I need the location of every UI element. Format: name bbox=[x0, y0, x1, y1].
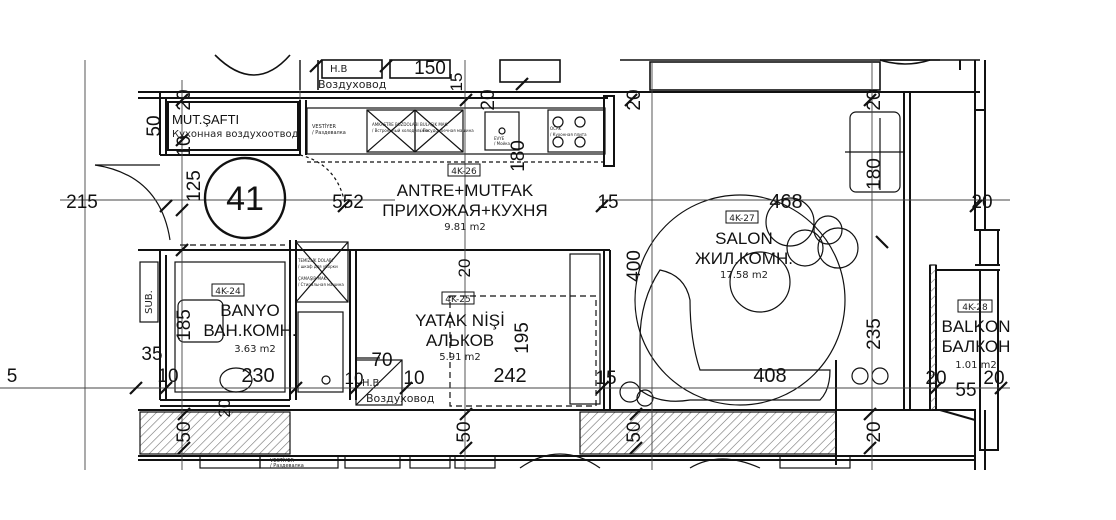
unit-number-circle bbox=[203, 156, 287, 240]
dim-label: 150 bbox=[414, 58, 446, 79]
entry-room-name-ru: ПРИХОЖАЯ+КУХНЯ bbox=[382, 201, 547, 220]
living-room-name-tr: SALON bbox=[715, 229, 773, 248]
living-room-name-ru: ЖИЛ.КОМН. bbox=[695, 249, 793, 268]
hatched-slabs bbox=[139, 264, 937, 455]
dim-label: 20 bbox=[624, 89, 645, 110]
dim-label: 70 bbox=[371, 350, 392, 371]
bath-room-code: 4K-24 bbox=[215, 287, 241, 297]
dim-label: 400 bbox=[624, 250, 645, 282]
dim-label: 20 bbox=[174, 89, 195, 110]
alcove-room-area: 5.91 m2 bbox=[439, 352, 481, 363]
alcove-room-name-ru: АЛЬКОВ bbox=[426, 331, 494, 350]
dim-label: 10 bbox=[157, 366, 178, 387]
washing-machine-label: ÇAMAŞIR MAK. bbox=[298, 276, 328, 281]
vestiyer-label: VESTİYER bbox=[312, 123, 336, 130]
living-furniture bbox=[619, 111, 905, 410]
shaft-label-ru: Кухонная воздухоотвод bbox=[172, 129, 299, 140]
dim-label: 195 bbox=[512, 322, 533, 354]
appliance2-label: BULAŞIK MAK. bbox=[420, 122, 448, 127]
shaft-label-tr: MUT.ŞAFTI bbox=[172, 112, 239, 127]
vestiyer2-label-ru: / Раздевалка bbox=[270, 463, 304, 469]
dim-label: 15 bbox=[595, 368, 616, 389]
dim-label: 552 bbox=[332, 192, 364, 213]
dim-label: 50 bbox=[454, 421, 475, 442]
dim-label: 20 bbox=[971, 192, 992, 213]
kitchen-counter bbox=[306, 107, 606, 163]
living-room-code: 4K-27 bbox=[729, 214, 754, 224]
appliance1-label-ru: / Встроенный холодильник bbox=[372, 128, 430, 133]
bath-room-name-ru: ВАН.КОМН. bbox=[203, 321, 296, 340]
entry-room-area: 9.81 m2 bbox=[444, 222, 486, 233]
dim-label: 20 bbox=[864, 421, 885, 442]
dim-label: 180 bbox=[864, 158, 885, 190]
dim-label: 10 bbox=[345, 369, 364, 388]
alcove-furniture bbox=[358, 249, 601, 407]
dim-label: 20 bbox=[925, 368, 946, 389]
dim-label: 180 bbox=[508, 140, 529, 172]
balcony-room-code: 4K-28 bbox=[962, 303, 988, 313]
vent-mid-label: Воздуховод bbox=[366, 392, 435, 405]
cleaning-cabinet-label: TEMİZLİK DOLABI bbox=[297, 258, 333, 263]
dim-label: 50 bbox=[174, 421, 195, 442]
dim-label: 50 bbox=[144, 115, 165, 136]
appliance2-label-ru: / Посудомоечная машина bbox=[420, 128, 474, 133]
vestiyer-label-ru: / Раздевалка bbox=[312, 130, 346, 136]
dim-label: 408 bbox=[753, 365, 786, 387]
dim-label: 15 bbox=[597, 192, 618, 213]
vent-top-label: Воздуховод bbox=[318, 78, 387, 91]
dimension-numbers: 20 50 10 125 215 552 15 20 180 20 180 20… bbox=[7, 58, 1005, 443]
appliance3-label: OCAK bbox=[550, 126, 562, 131]
dim-label: 50 bbox=[624, 421, 645, 442]
sub-label: SUB. bbox=[144, 290, 155, 314]
room-code-boxes bbox=[211, 163, 993, 313]
alcove-room-code: 4K-25 bbox=[445, 295, 470, 305]
dimension-ticks bbox=[129, 59, 1008, 455]
dim-label: 20 bbox=[983, 368, 1004, 389]
dim-label: 20 bbox=[455, 259, 474, 278]
entry-room-name-tr: ANTRE+MUTFAK bbox=[397, 181, 534, 200]
lower-fragments bbox=[199, 453, 851, 469]
dim-label: 10 bbox=[403, 368, 424, 389]
dim-label: 215 bbox=[66, 192, 98, 213]
appliance1-label: AMKASTRE BUZDOLABI bbox=[372, 122, 419, 127]
dim-label: 20 bbox=[864, 89, 885, 110]
bath-room-area: 3.63 m2 bbox=[234, 344, 276, 355]
bath-fixtures bbox=[139, 241, 403, 406]
sink-label: EVYE bbox=[494, 136, 505, 141]
vent-top-code: H.B bbox=[330, 64, 348, 75]
entry-room-code: 4K-26 bbox=[451, 167, 477, 177]
living-room-area: 17.58 m2 bbox=[720, 270, 768, 281]
dim-label: 230 bbox=[241, 365, 274, 387]
dim-label: 242 bbox=[493, 365, 526, 387]
vestiyer2-label: VESTİYER bbox=[270, 457, 294, 464]
balcony-room-name-tr: BALKON bbox=[942, 317, 1011, 336]
entrance-door bbox=[94, 154, 347, 241]
dim-label: 20 bbox=[478, 89, 499, 110]
vent-mid-code: H.B bbox=[362, 378, 380, 389]
dim-label: 20 bbox=[215, 399, 234, 418]
dimension-lines bbox=[0, 60, 1010, 470]
balcony-room-area: 1.01 m2 bbox=[955, 360, 997, 371]
dim-label: 468 bbox=[769, 191, 802, 213]
dim-label: 125 bbox=[184, 170, 205, 202]
bath-room-name-tr: BANYO bbox=[220, 301, 280, 320]
dim-label: 55 bbox=[955, 380, 976, 401]
dim-label: 235 bbox=[864, 318, 885, 350]
dim-label: 185 bbox=[174, 309, 195, 341]
balcony-room-name-ru: БАЛКОН bbox=[942, 337, 1011, 356]
unit-number: 41 bbox=[226, 180, 264, 218]
washing-machine-label-ru: / Стиральная машина bbox=[298, 282, 344, 287]
alcove-room-name-tr: YATAK NİŞİ bbox=[415, 311, 505, 330]
dim-label: 35 bbox=[141, 344, 162, 365]
appliance3-label-ru: / Кухонная плита bbox=[550, 132, 587, 137]
sink-label-ru: / Мойка bbox=[494, 141, 511, 146]
dim-label: 5 bbox=[7, 366, 18, 387]
dim-label: 10 bbox=[174, 135, 195, 156]
walls bbox=[138, 60, 1000, 470]
dim-label: 15 bbox=[447, 73, 466, 92]
cleaning-cabinet-label-ru: / шкаф для уборки bbox=[298, 264, 338, 269]
